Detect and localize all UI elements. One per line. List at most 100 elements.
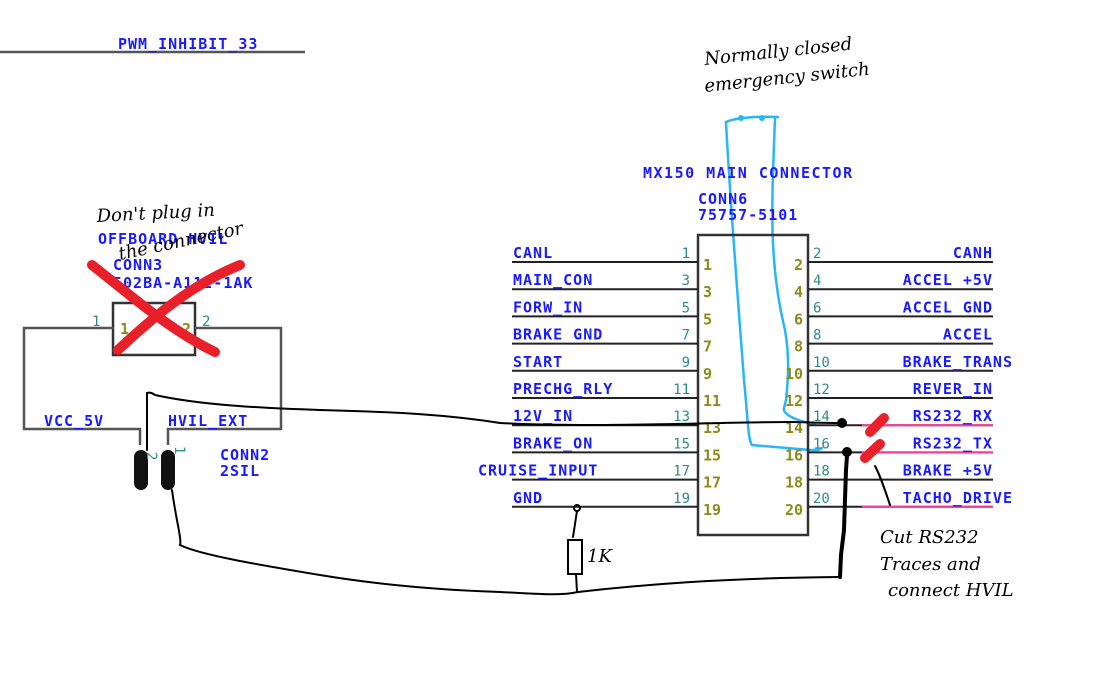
left-pin-row: 12V_IN 13 13 (512, 407, 721, 437)
right-pin-row: ACCEL GND 66 (794, 298, 993, 328)
left-pin-row: FORW_IN 55 (512, 298, 712, 328)
pin-number-outer: 13 (673, 409, 690, 425)
do-not-plug-x-mark (87, 260, 245, 357)
net-label: START (513, 353, 563, 371)
net-label: BRAKE_TRANS (903, 353, 1013, 371)
junction-dot-pin14 (837, 418, 847, 428)
pin-number-inner: 20 (785, 501, 803, 519)
pin-number-inner: 1 (703, 256, 712, 274)
conn2-refdes: CONN2 (220, 446, 270, 464)
pin-number-outer: 12 (813, 382, 830, 398)
net-label: CRUISE_INPUT (478, 462, 598, 480)
pin-number-outer: 19 (673, 491, 690, 507)
main-connector-title: MX150 MAIN CONNECTOR (643, 164, 854, 182)
net-label: ACCEL +5V (903, 271, 993, 289)
net-label: MAIN_CON (513, 271, 593, 289)
net-label: CANL (513, 244, 553, 262)
cut-note-line1: Cut RS232 (880, 527, 979, 548)
pin-number-outer: 15 (673, 436, 690, 452)
pin-number-outer: 18 (813, 464, 830, 480)
main-connector-refdes: CONN6 (698, 190, 748, 208)
hvil-ext-to-rs232-rx-wire (146, 391, 841, 451)
offboard-hvil-title: OFFBOARD HVIL (98, 230, 228, 248)
offboard-hvil-pin1-outer: 1 (92, 314, 100, 330)
resistor-1k (567, 539, 583, 575)
net-label: FORW_IN (513, 298, 583, 316)
pin-number-inner: 14 (785, 419, 803, 437)
pin-number-outer: 1 (682, 246, 690, 262)
pin-number-outer: 9 (682, 355, 690, 371)
vcc-5v-wire (22, 326, 142, 445)
pin-number-inner: 4 (794, 283, 803, 301)
net-label: 12V_IN (513, 407, 573, 425)
offboard-hvil-pin1-inner: 1 (120, 320, 129, 338)
cut-note-line3: connect HVIL (888, 580, 1014, 601)
conn2-pin-a: 2 (143, 452, 159, 460)
cut-trace-marks (860, 413, 889, 463)
pwm-inhibit-label: PWM_INHIBIT_33 (118, 35, 258, 53)
pin-number-outer: 3 (682, 273, 690, 289)
pin-number-inner: 7 (703, 338, 712, 356)
pin-number-inner: 6 (794, 310, 803, 328)
net-label: PRECHG_RLY (513, 380, 613, 398)
emergency-switch-wire (724, 115, 824, 452)
net-label: BRAKE +5V (903, 462, 993, 480)
pin-number-outer: 5 (682, 300, 690, 316)
pin-number-outer: 11 (673, 382, 690, 398)
plug-note-line1: Don't plug in (95, 200, 215, 227)
offboard-hvil-part: 502BA-A112-1AK (113, 274, 253, 292)
net-label: REVER_IN (913, 380, 993, 398)
net-label: ACCEL GND (903, 298, 993, 316)
pin-number-inner: 5 (703, 310, 712, 328)
right-pin-row: BRAKE_TRANS 10 10 (785, 353, 1013, 383)
vcc-5v-label: VCC_5V (44, 412, 104, 430)
junction-dot-pin16 (842, 447, 852, 457)
left-pin-row: CANL 11 (512, 244, 712, 274)
cut-note-pointer (874, 465, 891, 506)
pin-number-outer: 2 (813, 246, 821, 262)
right-pin-row: REVER_IN 12 12 (785, 380, 993, 410)
offboard-hvil-refdes: CONN3 (113, 256, 163, 274)
right-pin-row: BRAKE +5V 18 18 (785, 462, 993, 492)
conn2-part: 2SIL (220, 462, 260, 480)
pin-number-outer: 4 (813, 273, 821, 289)
left-pin-row: CRUISE_INPUT 17 17 (478, 462, 721, 492)
hvil-ext-label: HVIL_EXT (168, 412, 248, 430)
pin-number-outer: 8 (813, 328, 821, 344)
left-pin-row: MAIN_CON 33 (512, 271, 712, 301)
pin-number-outer: 6 (813, 300, 821, 316)
pin-number-outer: 17 (673, 464, 690, 480)
right-pin-row: ACCEL 88 (794, 326, 993, 356)
hvil-ext-wire (166, 326, 283, 445)
net-label: BRAKE GND (513, 326, 603, 344)
pin-number-inner: 19 (703, 501, 721, 519)
conn2-pin-b: 1 (171, 446, 187, 454)
net-label: ACCEL (943, 326, 993, 344)
pin-number-inner: 3 (703, 283, 712, 301)
offboard-hvil-pin2-outer: 2 (202, 314, 210, 330)
conn2-to-resistor-wire (171, 489, 841, 596)
pin-number-inner: 10 (785, 365, 803, 383)
pin-number-inner: 8 (794, 338, 803, 356)
pin-number-inner: 12 (785, 392, 803, 410)
pin-number-inner: 13 (703, 419, 721, 437)
pin-number-outer: 10 (813, 355, 830, 371)
conn2-plug-pins (134, 450, 175, 490)
pin-number-inner: 17 (703, 474, 721, 492)
pin-number-outer: 20 (813, 491, 830, 507)
pin-number-inner: 2 (794, 256, 803, 274)
resistor-to-rs232-tx-wire (838, 454, 849, 579)
pin-number-outer: 14 (813, 409, 830, 425)
resistor-value-label: 1K (587, 546, 613, 567)
pin-number-inner: 18 (785, 474, 803, 492)
net-label: BRAKE_ON (513, 434, 593, 452)
cut-note-line2: Traces and (880, 554, 981, 575)
